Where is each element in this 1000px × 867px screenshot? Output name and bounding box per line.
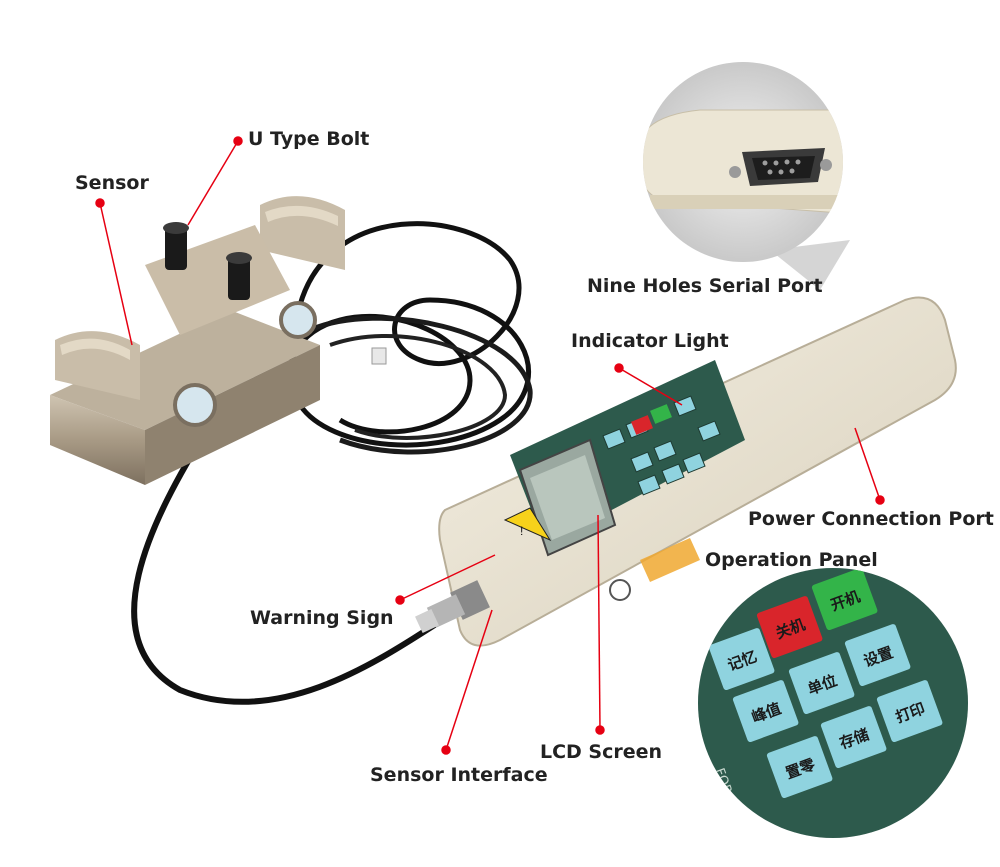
cable-tie: [371, 347, 387, 365]
operation-panel-zoom: 开机 关机 记忆 设置 单位: [698, 568, 968, 838]
leader-lines: [95, 136, 885, 755]
label-sensor: Sensor: [75, 172, 149, 194]
sensor-cable: [131, 423, 452, 705]
label-u-type-bolt: U Type Bolt: [248, 128, 370, 150]
label-power-connection-port: Power Connection Port: [748, 508, 994, 530]
cable-coil: [287, 221, 531, 448]
force-gauge-device: !: [438, 296, 957, 647]
label-sensor-interface: Sensor Interface: [370, 764, 548, 786]
connector-plug: [415, 580, 490, 633]
label-nine-holes-serial-port: Nine Holes Serial Port: [587, 275, 823, 297]
label-operation-panel: Operation Panel: [705, 549, 878, 571]
key-save: 存储: [820, 706, 887, 769]
label-lcd-screen: LCD Screen: [540, 741, 663, 763]
serial-port-zoom: [643, 62, 850, 290]
key-memory: 记忆: [708, 628, 775, 691]
svg-text:!: !: [520, 524, 523, 538]
key-power-on: 开机: [811, 568, 878, 631]
sensor-block: [50, 196, 345, 485]
label-indicator-light: Indicator Light: [571, 330, 729, 352]
key-power-off: 关机: [756, 596, 823, 659]
key-unit: 单位: [788, 652, 855, 715]
key-settings: 设置: [844, 624, 911, 687]
key-zero: 置零: [766, 736, 833, 799]
key-print: 打印: [876, 680, 943, 743]
label-warning-sign: Warning Sign: [250, 607, 394, 629]
key-peak: 峰值: [732, 680, 799, 743]
